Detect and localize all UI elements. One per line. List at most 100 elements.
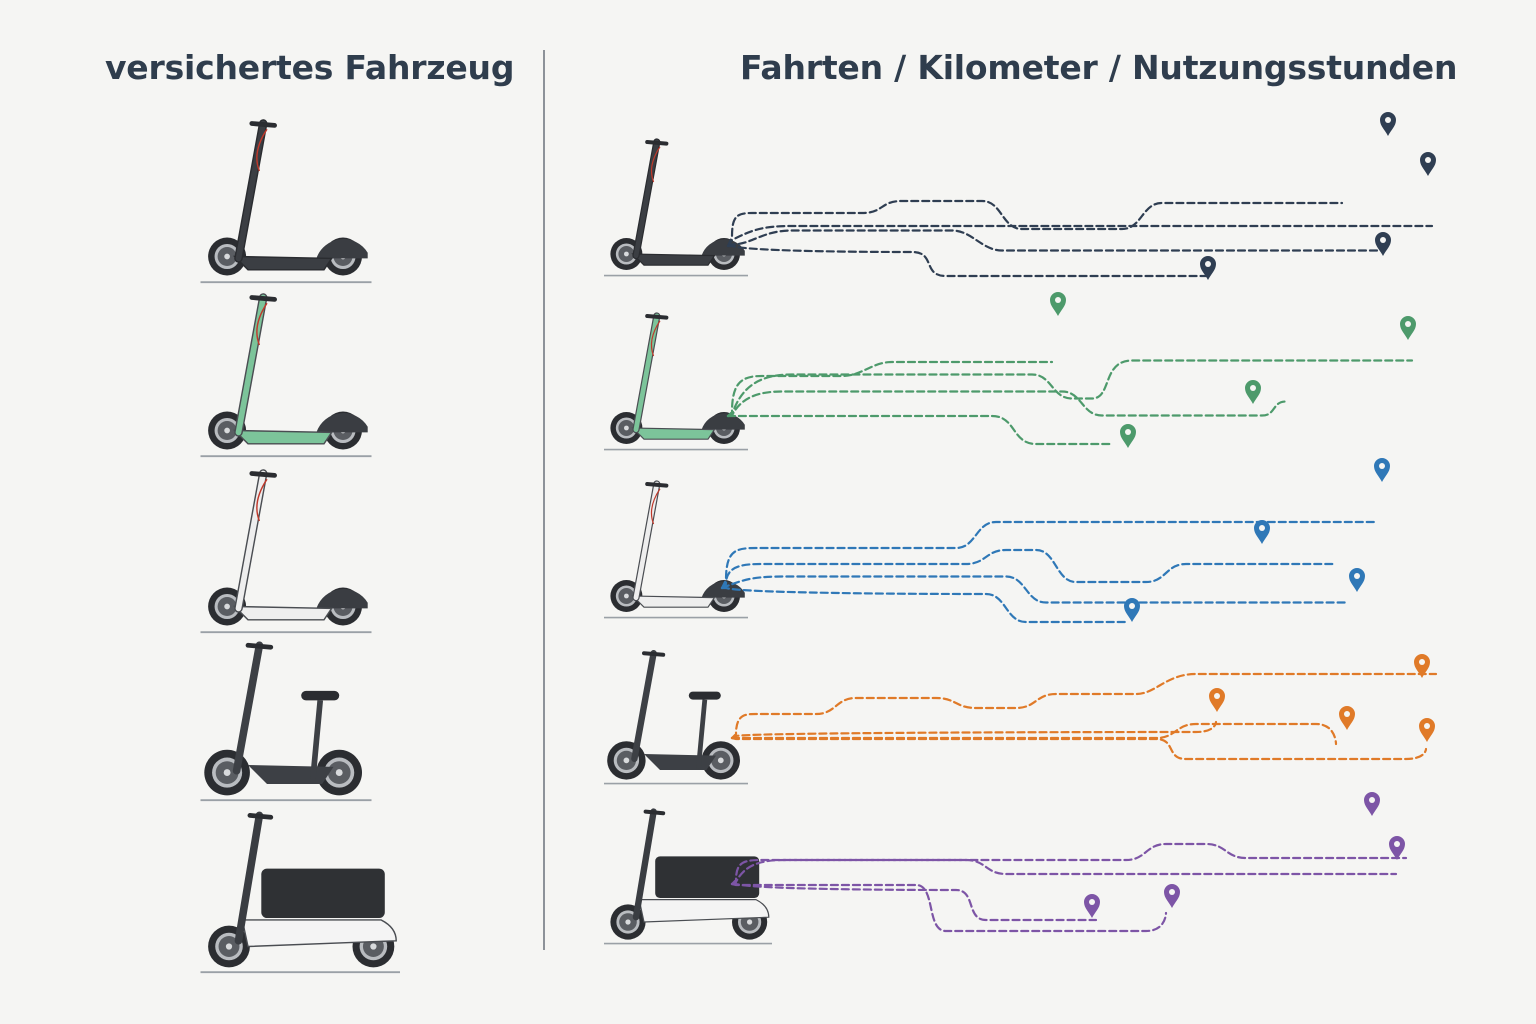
location-pin-icon (1374, 458, 1390, 482)
location-pin-icon (1050, 292, 1066, 316)
seated-scooter-graphic (200, 641, 372, 802)
location-pin-icon (1339, 706, 1355, 730)
route-line (730, 882, 1098, 922)
cargo-scooter-graphic (200, 811, 401, 974)
seat (688, 691, 721, 700)
route-line (726, 199, 1344, 248)
rear-fender (701, 581, 745, 598)
location-pin-icon (1414, 654, 1430, 678)
location-pin-icon (1164, 884, 1180, 908)
deck (631, 253, 716, 266)
route-line (720, 575, 1348, 604)
kick-scooter-green-routes (603, 292, 1416, 451)
location-pin-icon (1120, 424, 1136, 448)
location-pin-icon (1400, 316, 1416, 340)
rear-fender (316, 589, 368, 609)
route-line (730, 882, 1168, 933)
handlebar (249, 121, 277, 128)
wheel (204, 749, 250, 796)
handlebar (249, 471, 277, 478)
route-line (726, 244, 1208, 278)
location-pin-icon (1245, 380, 1261, 404)
stem (232, 641, 264, 775)
route-line (726, 229, 1384, 252)
seated-scooter-routes (603, 649, 1438, 785)
location-pin-icon (1200, 256, 1216, 280)
brake-cable (650, 488, 661, 525)
deck (631, 595, 716, 608)
wheel (208, 237, 247, 276)
brake-cable (650, 320, 661, 357)
rear-fender (316, 413, 368, 433)
location-pin-icon (1419, 718, 1435, 742)
brake-cable (256, 302, 268, 346)
handlebar (249, 295, 277, 302)
deck (232, 255, 333, 271)
location-pin-icon (1380, 112, 1396, 136)
route-line (720, 586, 1128, 624)
handlebar (643, 809, 666, 816)
rear-fender (316, 239, 368, 259)
location-pin-icon (1254, 520, 1270, 544)
kick-scooter-white-routes (603, 458, 1390, 624)
location-pin-icon (1349, 568, 1365, 592)
location-pin-icon (1389, 836, 1405, 860)
deck (232, 605, 333, 621)
kick-scooter-green-graphic (200, 293, 372, 458)
location-pin-icon (1420, 152, 1436, 176)
location-pin-icon (1084, 894, 1100, 918)
route-line (726, 360, 1054, 418)
location-pin-icon (1364, 792, 1380, 816)
kick-scooter-dark-routes (603, 112, 1436, 280)
route-line (726, 414, 1114, 446)
brake-cable (650, 146, 661, 183)
handlebar (645, 481, 669, 488)
cargo-scooter-routes (603, 792, 1408, 945)
seated-scooter-graphic (603, 649, 749, 785)
kick-scooter-dark-graphic (603, 138, 749, 277)
kick-scooter-dark-graphic (200, 119, 372, 284)
vehicle-column (200, 119, 401, 974)
location-pin-icon (1124, 598, 1140, 622)
route-line (720, 548, 1338, 590)
route-line (730, 858, 1398, 886)
seat (301, 690, 340, 701)
stem (632, 808, 657, 921)
handlebar (642, 651, 666, 657)
deck (631, 427, 716, 440)
location-pin-icon (1209, 688, 1225, 712)
route-line (726, 390, 1288, 418)
kick-scooter-white-graphic (200, 469, 372, 634)
route-line (720, 520, 1378, 590)
wheel (316, 749, 362, 796)
trips-heading: Fahrten / Kilometer / Nutzungsstunden (740, 48, 1458, 87)
location-pin-icon (1375, 232, 1391, 256)
insured-vehicle-heading: versichertes Fahrzeug (105, 48, 515, 87)
handlebar (645, 313, 669, 320)
handlebar (645, 139, 669, 146)
route-line (726, 224, 1434, 248)
deck (644, 754, 716, 770)
deck (232, 429, 333, 445)
route-line (730, 736, 1428, 761)
route-line (726, 359, 1414, 418)
stem (631, 649, 657, 763)
cargo-frame (241, 919, 397, 948)
rear-fender (701, 413, 745, 430)
handlebar (247, 813, 274, 820)
route-line (730, 842, 1408, 886)
handlebar (245, 642, 274, 650)
route-line (730, 720, 1218, 740)
seat-post (696, 699, 708, 769)
route-line (730, 672, 1438, 740)
stem (234, 811, 264, 945)
column-divider (543, 50, 545, 950)
kick-scooter-green-graphic (603, 312, 749, 451)
seat-post (309, 700, 324, 783)
kick-scooter-white-graphic (603, 480, 749, 619)
vehicle-route-column (603, 112, 1438, 945)
cargo-scooter-graphic (603, 808, 773, 945)
cargo-frame (638, 899, 770, 923)
deck (248, 765, 334, 784)
